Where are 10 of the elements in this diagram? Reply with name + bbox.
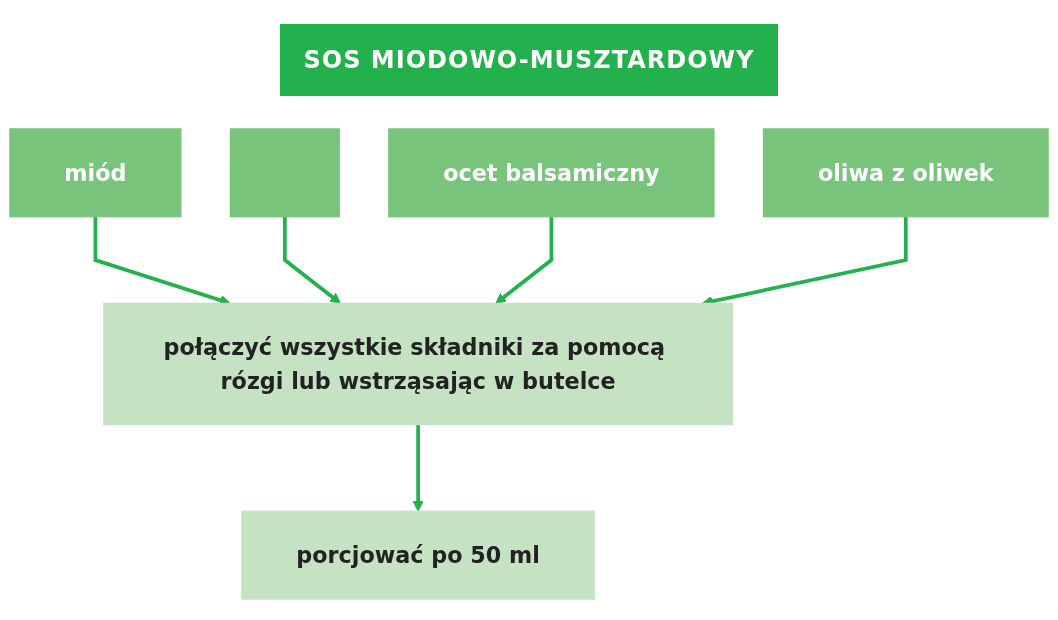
arrow <box>283 216 341 304</box>
node-box: połączyć wszystkie składniki za pomocą rózgi lub wstrząsając w butelce <box>103 302 734 426</box>
node-box: ocet balsamiczny <box>388 128 715 218</box>
arrow <box>495 216 554 304</box>
arrow <box>412 424 424 512</box>
node-box: porcjować po 50 ml <box>241 510 595 600</box>
node-box: oliwa z oliwek <box>762 128 1049 218</box>
node-box: miód <box>9 128 182 218</box>
node-box <box>229 128 340 218</box>
title: SOS MIODOWO-MUSZTARDOWY <box>279 24 779 96</box>
